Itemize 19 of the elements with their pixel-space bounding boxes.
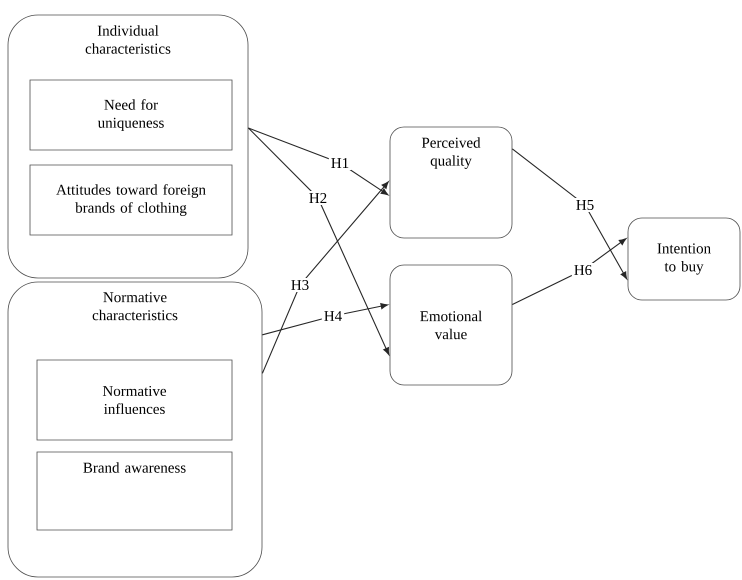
- factor-box: Need for uniqueness: [30, 80, 232, 150]
- factor-box: Attitudes toward foreign brands of clothing: [30, 164, 232, 236]
- factor-box: Normative influences: [36, 360, 232, 440]
- outcome-box: Intention to buy: [628, 218, 740, 300]
- arrow: [262, 303, 388, 336]
- arrow: [512, 238, 626, 305]
- edge-label: H3: [288, 278, 312, 292]
- construct-box: Emotional value: [390, 264, 512, 386]
- edge-label: H1: [328, 156, 352, 170]
- construct-box: Perceived quality: [390, 126, 512, 238]
- arrow: [248, 128, 390, 355]
- edge-label: H5: [574, 198, 596, 212]
- edge-label: H6: [572, 262, 594, 278]
- factor-box: Brand awareness: [36, 452, 232, 530]
- edge-label: H2: [306, 191, 330, 205]
- arrow: [248, 128, 388, 196]
- arrow: [262, 181, 389, 374]
- arrow: [512, 148, 628, 280]
- edge-label: H4: [322, 309, 344, 323]
